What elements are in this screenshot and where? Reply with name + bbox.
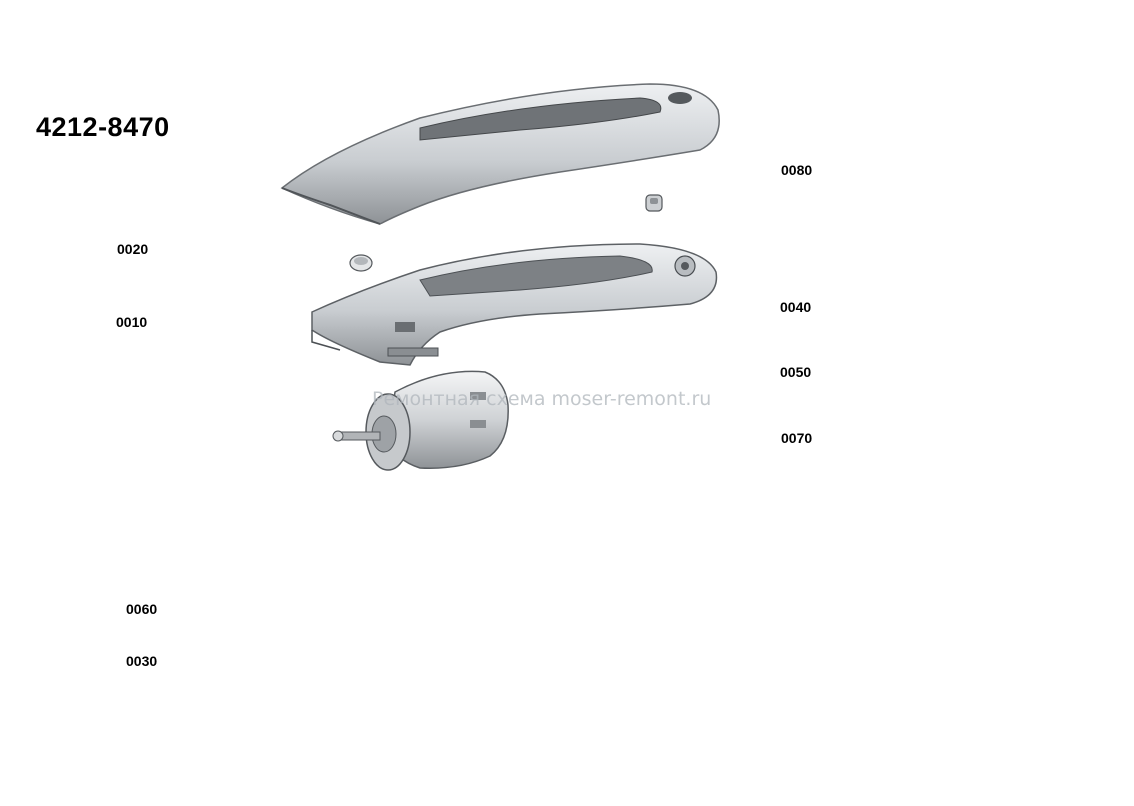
watermark: Ремонтная схема moser-remont.ru [372, 388, 712, 410]
callout-0070: 0070 [781, 430, 813, 446]
callout-0040: 0040 [780, 299, 812, 315]
callout-0010: 0010 [116, 314, 148, 330]
upper-housing-cover [280, 83, 720, 225]
upper-housing-frame [311, 243, 718, 366]
callout-0030: 0030 [126, 653, 158, 669]
callout-0050: 0050 [780, 364, 812, 380]
model-number: 4212-8470 [36, 112, 170, 142]
callout-0020: 0020 [117, 241, 149, 257]
callout-0060: 0060 [126, 601, 158, 617]
motor [332, 370, 509, 471]
housing-round-cap [349, 254, 373, 272]
housing-screw-cap [645, 194, 663, 212]
callout-0080: 0080 [781, 162, 813, 178]
